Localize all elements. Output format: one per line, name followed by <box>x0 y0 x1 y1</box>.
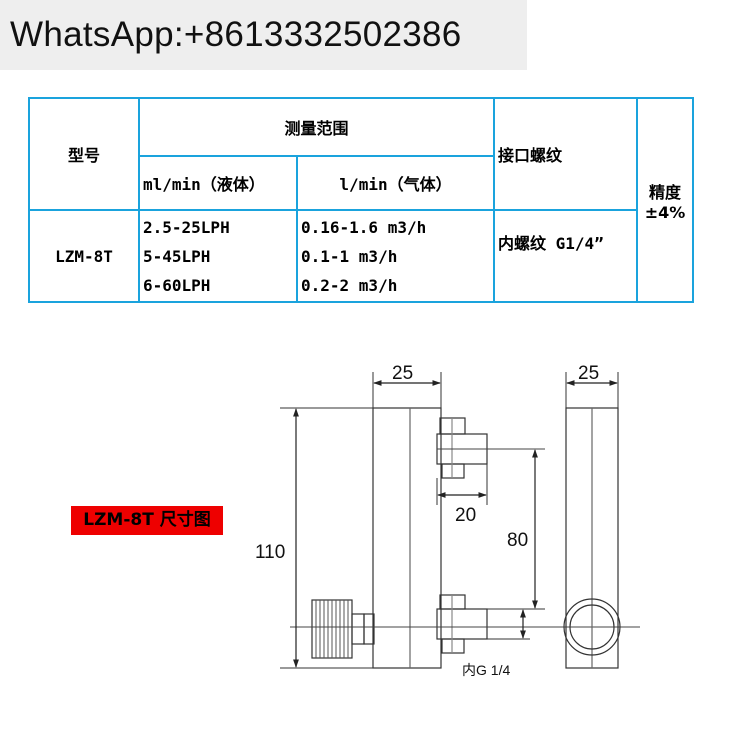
flowmeter-front-body <box>372 407 442 669</box>
dim-height: 110 <box>255 542 285 563</box>
bottom-port-body <box>436 608 488 640</box>
dim-port-spacing: 80 <box>507 530 528 551</box>
gas-range-1: 0.16-1.6 m3/h <box>301 217 427 237</box>
header-range: 测量范围 <box>137 97 496 157</box>
row-thread: 内螺纹 G1/4” <box>493 209 639 303</box>
dim-front-width: 25 <box>392 363 413 384</box>
gas-range-2: 0.1-1 m3/h <box>301 246 398 266</box>
row-model: LZM-8T <box>28 209 140 303</box>
gas-range-3: 0.2-2 m3/h <box>301 275 398 295</box>
liquid-range-2: 5-45LPH <box>143 246 211 266</box>
liquid-range-1: 2.5-25LPH <box>143 217 230 237</box>
header-range-gas: l/min（气体） <box>295 155 496 211</box>
side-port-outer <box>563 598 621 656</box>
dim-port-length: 20 <box>455 505 476 526</box>
drawing-title: LZM-8T 尺寸图 <box>71 506 223 535</box>
header-thread: 接口螺纹 <box>493 97 639 211</box>
dim-thread: 内G 1/4 <box>462 662 510 678</box>
side-port-inner <box>569 604 615 650</box>
header-precision: 精度 <box>649 182 682 202</box>
row-liquid: 2.5-25LPH 5-45LPH 6-60LPH <box>138 209 298 303</box>
whatsapp-banner: WhatsApp:+8613332502386 <box>0 0 527 70</box>
row-gas: 0.16-1.6 m3/h 0.1-1 m3/h 0.2-2 m3/h <box>295 209 496 303</box>
precision-value: ±4% <box>644 202 686 222</box>
spec-table: 型号 测量范围 接口螺纹 精度 ±4% ml/min（液体） l/min（气体）… <box>28 97 695 303</box>
dim-side-width: 25 <box>578 363 599 384</box>
precision-cell: 精度 ±4% <box>636 97 695 303</box>
header-range-liquid: ml/min（液体） <box>138 155 298 211</box>
header-model: 型号 <box>28 97 140 211</box>
liquid-range-3: 6-60LPH <box>143 275 211 295</box>
